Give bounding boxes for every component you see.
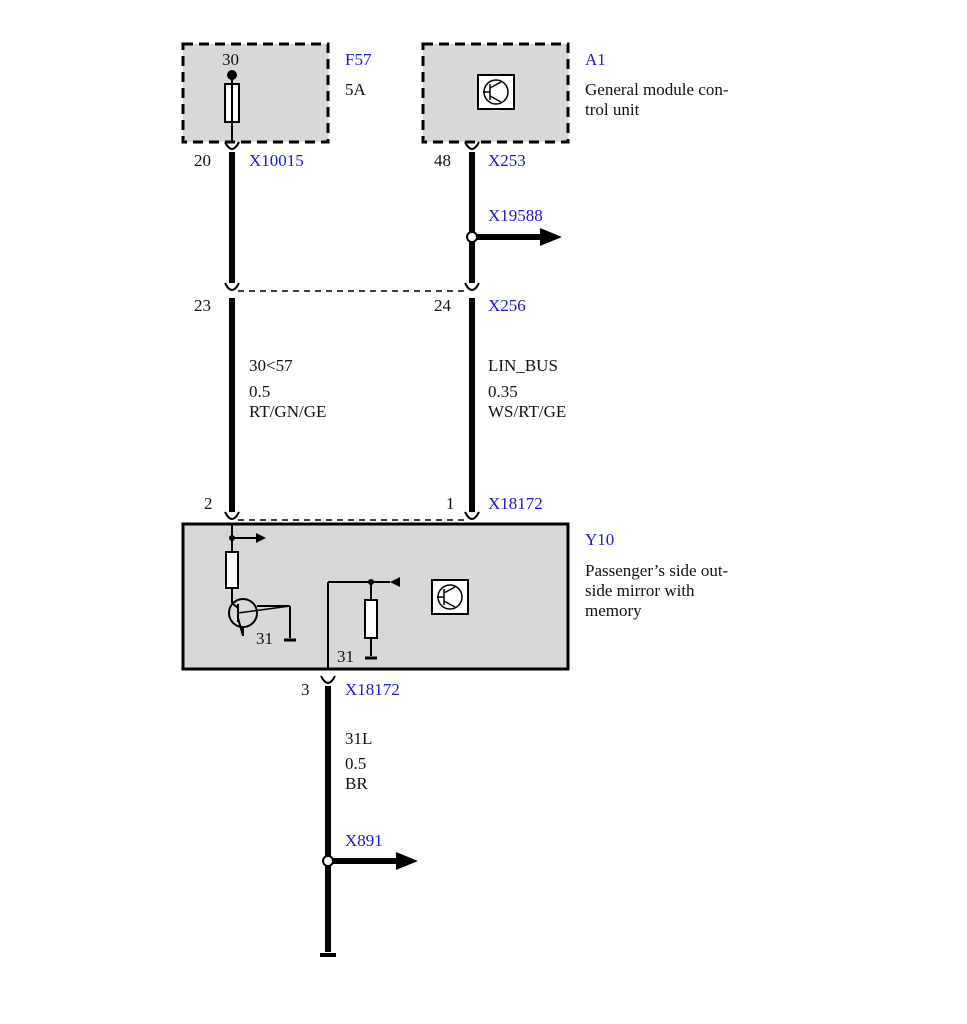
f57-id-label: F57 <box>345 50 372 69</box>
x10015-pin-label: 20 <box>194 151 211 170</box>
connector-hook <box>224 282 240 291</box>
f57-rating-label: 5A <box>345 80 367 99</box>
wire-bottom-size: 0.5 <box>345 754 366 773</box>
a1-id-label: A1 <box>585 50 606 69</box>
y10-desc-line3: memory <box>585 601 642 620</box>
x18172-top-pin-left: 2 <box>204 494 213 513</box>
x256-pin-right: 24 <box>434 296 452 315</box>
arrow-right-icon <box>396 852 418 870</box>
y10-ground1-label: 31 <box>256 629 273 648</box>
y10-id-label: Y10 <box>585 530 614 549</box>
x891-id-label: X891 <box>345 831 383 850</box>
wire-right-signal: LIN_BUS <box>488 356 558 375</box>
x253-pin-label: 48 <box>434 151 451 170</box>
connector-hook <box>464 282 480 291</box>
connector-hook <box>320 675 336 684</box>
module-a1[interactable] <box>421 42 570 144</box>
wire-left-size: 0.5 <box>249 382 270 401</box>
resistor-icon <box>225 551 239 589</box>
f57-pin-label: 30 <box>222 50 239 69</box>
connector-hook <box>224 141 240 150</box>
arrow-right-icon <box>256 533 266 543</box>
wire-bottom-signal: 31L <box>345 729 372 748</box>
wire-left-signal: 30<57 <box>249 356 293 375</box>
a1-desc-line1: General module con- <box>585 80 729 99</box>
transistor-icon <box>431 579 469 615</box>
wire-bottom-color: BR <box>345 774 368 793</box>
arrow-right-icon <box>540 228 562 246</box>
connector-hook <box>224 511 240 520</box>
connector-hook <box>464 141 480 150</box>
x253-id-label: X253 <box>488 151 526 170</box>
x18172-bottom-id-label: X18172 <box>345 680 400 699</box>
y10-desc-line1: Passenger’s side out- <box>585 561 729 580</box>
connector-hook <box>464 511 480 520</box>
x18172-bottom-pin: 3 <box>301 680 310 699</box>
branch-x891[interactable] <box>322 852 418 870</box>
x256-pin-left: 23 <box>194 296 211 315</box>
module-y10[interactable] <box>181 522 570 671</box>
a1-desc-line2: trol unit <box>585 100 640 119</box>
x256-id-label: X256 <box>488 296 526 315</box>
transistor-icon <box>477 74 515 110</box>
resistor-icon <box>364 599 378 639</box>
x18172-top-id-label: X18172 <box>488 494 543 513</box>
x18172-top-pin-right: 1 <box>446 494 455 513</box>
branch-x19588[interactable] <box>466 228 562 246</box>
x19588-id-label: X19588 <box>488 206 543 225</box>
wire-left-color: RT/GN/GE <box>249 402 326 421</box>
arrow-left-icon <box>390 577 400 587</box>
x10015-id-label: X10015 <box>249 151 304 170</box>
y10-desc-line2: side mirror with <box>585 581 695 600</box>
fuse-f57[interactable] <box>181 42 330 144</box>
wire-right-size: 0.35 <box>488 382 518 401</box>
y10-ground2-label: 31 <box>337 647 354 666</box>
wire-right-color: WS/RT/GE <box>488 402 566 421</box>
